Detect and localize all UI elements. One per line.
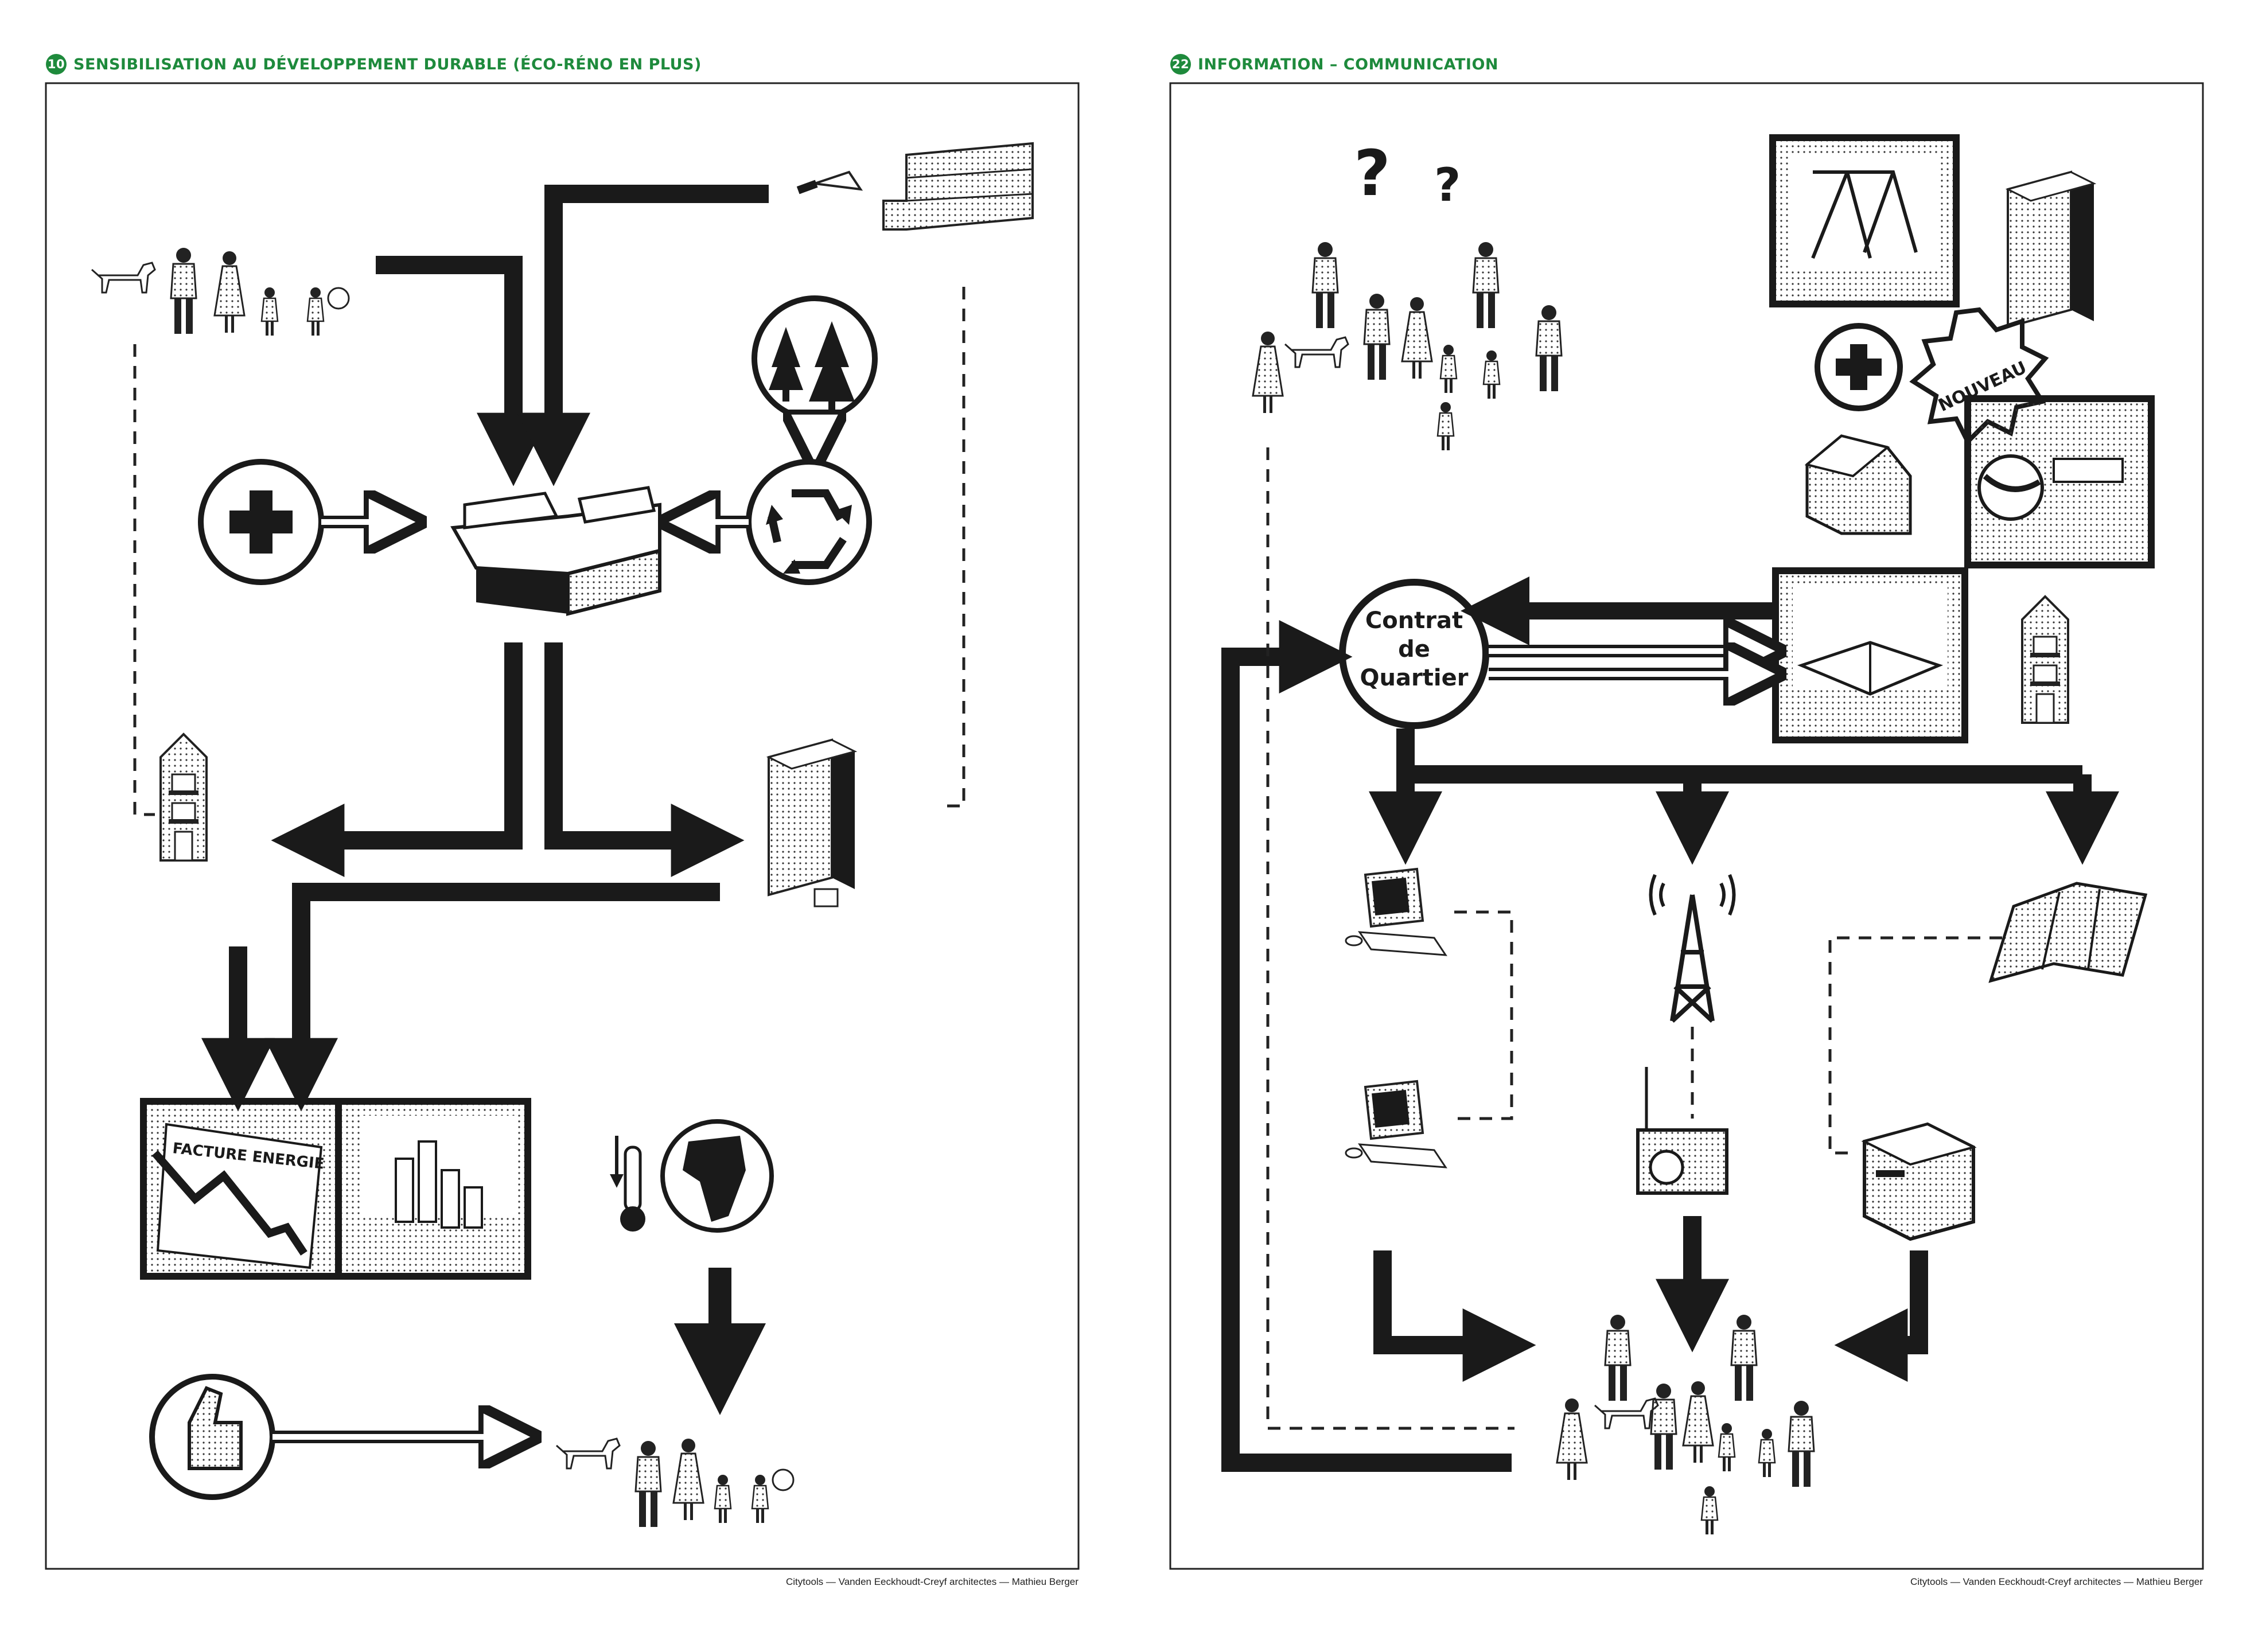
house-icon xyxy=(1804,434,1912,535)
server-icon xyxy=(1861,1122,1977,1241)
left-panel-title: SENSIBILISATION AU DÉVELOPPEMENT DURABLE… xyxy=(73,55,702,73)
apartment-building-icon xyxy=(768,739,856,907)
family-icon xyxy=(91,247,350,337)
crowd-icon xyxy=(1252,241,1563,451)
book-icon xyxy=(1772,567,1968,743)
recycle-icon xyxy=(746,459,872,585)
ball-icon xyxy=(1964,395,2155,568)
trees-icon xyxy=(752,295,878,422)
svg-text:Quartier: Quartier xyxy=(1360,665,1469,691)
thermometer-icon xyxy=(610,1136,645,1232)
plus-icon xyxy=(198,459,324,585)
right-panel-number: 22 xyxy=(1170,54,1191,75)
globe-icon xyxy=(660,1119,774,1233)
left-credit: Citytools — Vanden Eeckhoudt-Creyf archi… xyxy=(786,1576,1079,1587)
left-frame xyxy=(45,82,1080,1570)
right-panel-header: 22 INFORMATION – COMMUNICATION xyxy=(1170,54,1498,75)
question-icon-small: ? xyxy=(1434,158,1461,212)
left-panel-header: 10 SENSIBILISATION AU DÉVELOPPEMENT DURA… xyxy=(46,54,702,75)
contrat-de-quartier: Contrat de Quartier xyxy=(1339,579,1489,729)
swing-icon xyxy=(1769,134,1960,307)
crowd-icon-bottom xyxy=(1556,1314,1815,1536)
right-panel-title: INFORMATION – COMMUNICATION xyxy=(1198,55,1499,73)
trowel-icon xyxy=(796,170,863,194)
thumbs-up-icon xyxy=(149,1374,275,1500)
antenna-icon xyxy=(1649,874,1736,1023)
question-icon: ? xyxy=(1354,137,1391,210)
computer-icon xyxy=(1345,868,1447,956)
leaflet-icon xyxy=(1988,882,2148,983)
apartment-icon xyxy=(2007,171,2095,328)
townhouse-icon-right xyxy=(2021,595,2069,724)
townhouse-icon xyxy=(159,733,208,862)
plus-icon-right xyxy=(1815,323,1903,411)
svg-text:de: de xyxy=(1398,636,1430,663)
left-panel-number: 10 xyxy=(46,54,67,75)
energy-bill-icon: FACTURE ENERGIE xyxy=(140,1098,342,1280)
right-frame xyxy=(1169,82,2204,1570)
svg-text:Contrat: Contrat xyxy=(1365,607,1463,634)
radio-icon xyxy=(1636,1067,1728,1195)
coins-icon xyxy=(335,1098,531,1280)
computer-icon-2 xyxy=(1345,1080,1447,1168)
toolbox-icon xyxy=(450,486,661,616)
family-icon-bottom xyxy=(555,1437,795,1528)
right-credit: Citytools — Vanden Eeckhoudt-Creyf archi… xyxy=(1910,1576,2203,1587)
bricks-icon xyxy=(882,142,1034,231)
